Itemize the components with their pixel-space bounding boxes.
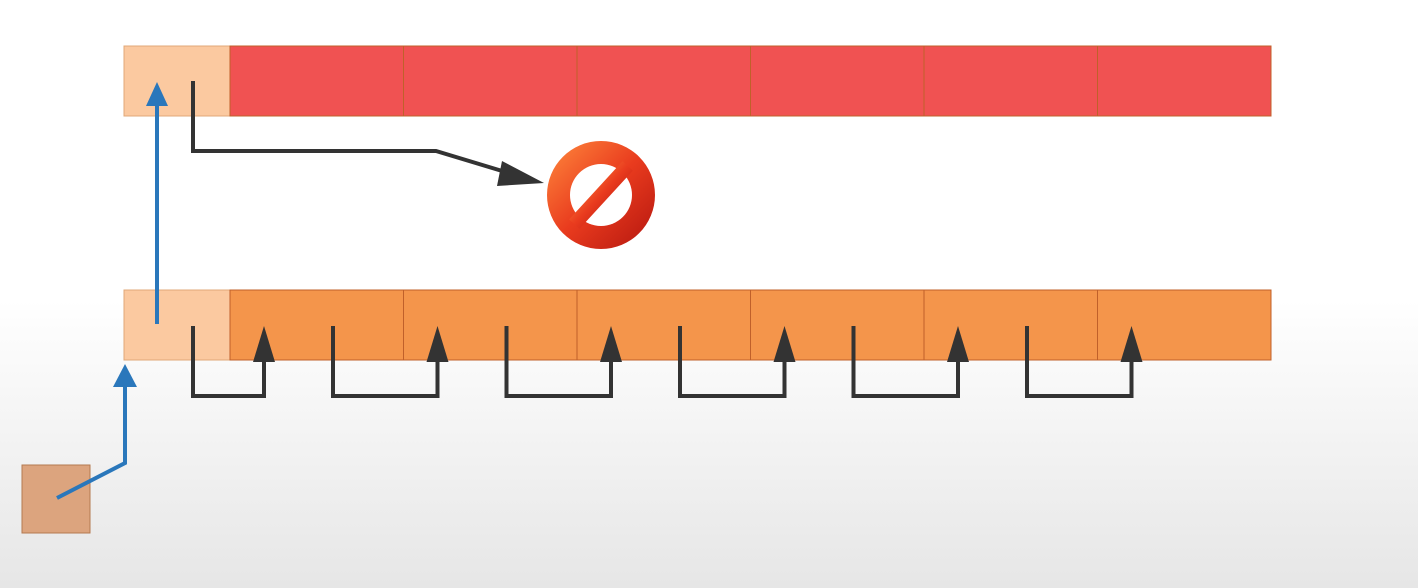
shift-arrows [191, 326, 1143, 398]
top-row-header-cell [123, 45, 231, 117]
shift-arrow-1 [191, 326, 275, 398]
bottom-row-cell-3 [576, 289, 751, 361]
shift-arrow-3 [504, 326, 622, 398]
bottom-row-cell-4 [750, 289, 925, 361]
bottom-row [123, 289, 1272, 361]
top-row-cell-4 [750, 45, 925, 117]
shift-arrow-4 [678, 326, 796, 398]
blocked-arrow [191, 81, 544, 186]
shift-arrow-6 [1025, 326, 1143, 398]
top-row-cells [229, 45, 1272, 117]
top-row-cell-6 [1097, 45, 1272, 117]
bottom-row-cell-5 [923, 289, 1098, 361]
source-block [21, 464, 91, 534]
top-row-cell-5 [923, 45, 1098, 117]
blue-arrow-to-top-row [146, 82, 168, 324]
top-row-cell-3 [576, 45, 751, 117]
bottom-row-header-cell [123, 289, 231, 361]
bottom-row-cells [229, 289, 1272, 361]
blue-arrow-to-bottom-row [56, 364, 137, 500]
shift-arrow-5 [851, 326, 969, 398]
prohibited-icon [547, 141, 655, 249]
bottom-row-cell-2 [403, 289, 578, 361]
shift-arrow-2 [331, 326, 449, 398]
top-row-cell-1 [229, 45, 404, 117]
bottom-row-cell-6 [1097, 289, 1272, 361]
bottom-row-cell-1 [229, 289, 404, 361]
top-row [123, 45, 1272, 117]
top-row-cell-2 [403, 45, 578, 117]
